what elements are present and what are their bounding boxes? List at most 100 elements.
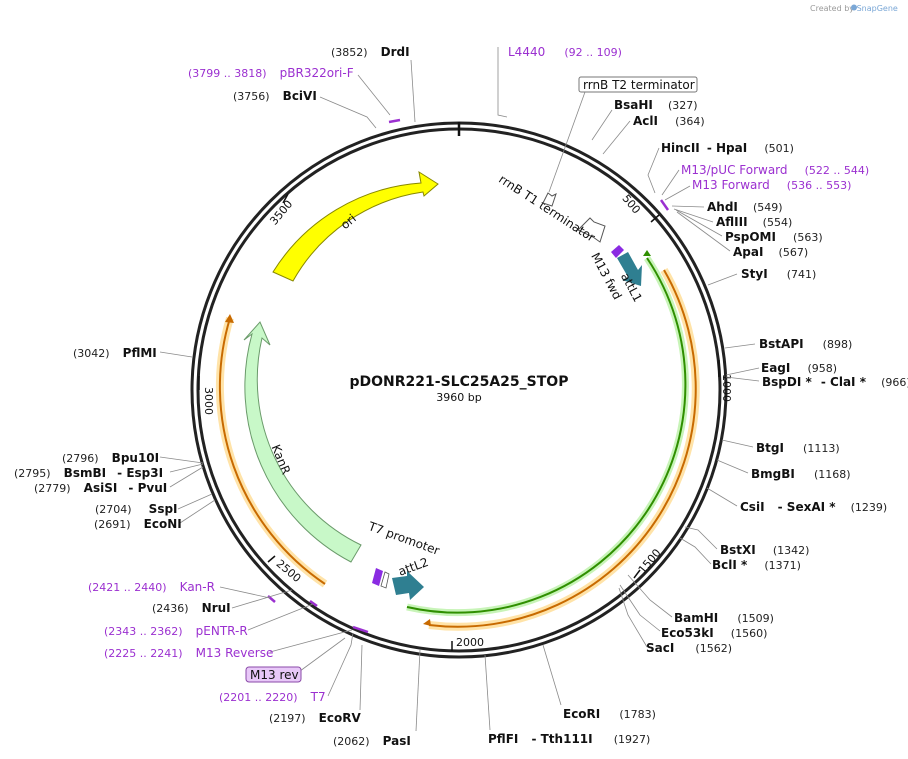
kan-r-leader	[219, 586, 271, 599]
saci-leader	[618, 587, 648, 648]
rrnb-t2-leader	[548, 91, 586, 193]
site-pflmi: (3042) PflMI	[73, 342, 157, 361]
bmgbi-leader	[716, 459, 749, 474]
attl2-arrow	[392, 571, 424, 600]
site-saci: SacI (1562)	[646, 637, 732, 656]
bamhi-leader	[627, 574, 673, 618]
bcli-leader	[679, 537, 712, 565]
pbr322ori-leader	[357, 74, 391, 116]
m13rev-leader	[295, 637, 346, 675]
bsahi-leader	[591, 109, 613, 141]
site-btgi: BtgI (1113)	[756, 437, 840, 456]
bspdi-leader	[725, 376, 760, 382]
leader-lines	[159, 59, 760, 732]
m13-rev-marker	[372, 568, 383, 586]
apai-leader	[676, 211, 731, 252]
ori-arrow	[272, 170, 439, 282]
primer-m13-forward: M13 Forward (536 .. 553)	[692, 174, 851, 193]
pentr-r-marker	[309, 599, 318, 608]
site-hincii-hpai: HincII - HpaI (501)	[661, 137, 794, 156]
insert-orange-arrowhead	[423, 619, 431, 626]
pspomi-leader	[675, 209, 723, 237]
primer-m13-reverse: (2225 .. 2241) M13 Reverse	[104, 642, 273, 661]
site-nrui: (2436) NruI	[152, 597, 231, 616]
credit-text: Created by SnapGene	[810, 4, 898, 13]
insert-green-arc	[406, 257, 687, 614]
sites-right: (3852) DrdI (3756) BciVI BsaHI (327) Acl…	[233, 41, 908, 747]
rrnb-t2-arrow	[542, 192, 557, 207]
primer-pbr322ori-f: (3799 .. 3818) pBR322ori-F	[188, 62, 354, 81]
pbr322ori-marker	[388, 118, 401, 124]
tick-2500	[267, 555, 276, 563]
site-ecorv: (2197) EcoRV	[269, 707, 361, 726]
acli-leader	[602, 120, 631, 155]
site-pspomi: PspOMI (563)	[725, 226, 823, 245]
asisi-leader	[169, 466, 204, 488]
site-asisi-pvui: (2779) AsiSI - PvuI	[34, 477, 167, 496]
m13reverse-leader	[269, 629, 353, 653]
site-bcli: BclI * (1371)	[712, 554, 801, 573]
site-pasi: (2062) PasI	[333, 730, 411, 749]
m13puc-leader	[661, 169, 680, 196]
insert-orange-arc	[428, 269, 697, 628]
drdi-leader	[410, 59, 416, 123]
tick-500	[650, 214, 660, 223]
rrnb-t1-label: rrnB T1 terminator	[496, 172, 597, 245]
insert-orange-highlight	[428, 268, 700, 631]
btgi-leader	[721, 439, 754, 448]
sspi-leader	[177, 493, 213, 510]
site-ecori: EcoRI (1783)	[563, 703, 656, 722]
tick-label-3500: 3500	[267, 198, 295, 228]
site-bsahi: BsaHI (327)	[614, 94, 698, 113]
l4440-leader	[497, 47, 508, 118]
tick-label-2000: 2000	[456, 636, 484, 649]
csii-leader	[706, 487, 738, 507]
m13-fwd-marker	[611, 245, 624, 258]
primer-pentr-r: (2343 .. 2362) pENTR-R	[104, 620, 248, 639]
site-apai: ApaI (567)	[733, 241, 808, 260]
tick-label-1500: 1500	[636, 546, 664, 576]
rrnb-t1-arrow	[577, 217, 606, 243]
site-bmgbi: BmgBI (1168)	[751, 463, 851, 482]
pentr-r-leader	[247, 603, 314, 631]
tick-label-1000: 1000	[720, 374, 733, 402]
primer-m13-puc-forward: M13/pUC Forward (522 .. 544)	[681, 159, 869, 178]
snapgene-logo-icon	[851, 4, 857, 11]
ahdi-leader	[671, 205, 705, 208]
primer-l4440: L4440 (92 .. 109)	[508, 41, 622, 60]
site-drdi: (3852) DrdI	[331, 41, 410, 60]
site-ahdi: AhdI (549)	[707, 196, 783, 215]
pflmi-leader	[159, 351, 193, 358]
feature-arcs: ori KanR attL1 M13 fwd rrnB T1 terminato…	[215, 76, 700, 631]
attl1-arrow	[617, 252, 642, 286]
pasi-leader	[415, 649, 421, 732]
t7-leader	[327, 632, 354, 697]
t7-promoter-label: T7 promoter	[366, 519, 442, 558]
bcivi-leader	[319, 96, 377, 129]
afliii-leader	[673, 208, 714, 223]
rrnb-t2-label-box	[578, 76, 698, 93]
site-econi: (2691) EcoNI	[94, 513, 182, 532]
site-pflfi-tth111i: PflFI - Tth111I (1927)	[488, 728, 650, 747]
econi-leader	[179, 499, 216, 524]
m13-forward-marker	[659, 199, 670, 211]
kanr-region-arrowhead	[225, 314, 234, 323]
tick-label-500: 500	[619, 192, 642, 216]
nrui-leader	[231, 589, 293, 609]
t7-promoter-arrow	[380, 571, 390, 589]
eagi-leader	[725, 367, 760, 376]
insert-green-arrowhead	[643, 250, 651, 256]
primer-markers	[267, 47, 670, 634]
m13-rev-label: M13 rev	[250, 668, 299, 682]
eco53ki-leader	[619, 584, 661, 632]
rrnb-t2-label: rrnB T2 terminator	[583, 78, 695, 92]
site-bsmbi-esp3i: (2795) BsmBI - Esp3I	[14, 462, 163, 481]
site-csii-sexai: CsiI - SexAI * (1239)	[740, 496, 887, 515]
site-bamhi: BamHI (1509)	[674, 607, 774, 626]
m13-rev-label-box	[245, 666, 302, 683]
site-sspi: (2704) SspI	[95, 498, 178, 517]
site-bstxi: BstXI (1342)	[720, 539, 809, 558]
site-styi: StyI (741)	[741, 263, 816, 282]
hincii-leader	[647, 147, 660, 194]
